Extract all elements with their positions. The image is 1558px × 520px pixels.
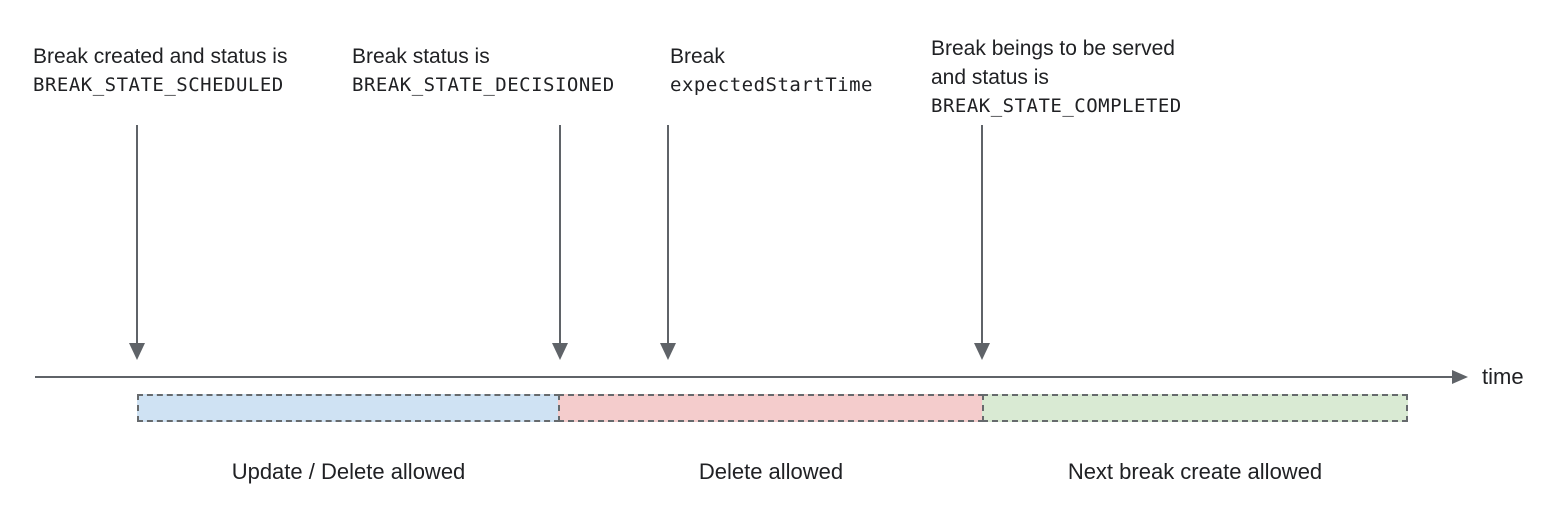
arrow-shaft [559, 125, 561, 343]
annotation-text: and status is [931, 66, 1049, 89]
annotation-code: expectedStartTime [670, 74, 873, 96]
annotation-code: BREAK_STATE_DECISIONED [352, 74, 615, 96]
time-axis-label: time [1482, 364, 1524, 389]
annotation-code: BREAK_STATE_SCHEDULED [33, 74, 284, 96]
segment-label-next-break-create: Next break create allowed [1067, 459, 1323, 484]
annotation-break-completed: Break beings to be served and status is … [931, 34, 1182, 121]
arrow-head-icon [552, 343, 568, 360]
segment-next-break-create-allowed [982, 394, 1408, 422]
arrow-shaft [667, 125, 669, 343]
arrow-shaft [136, 125, 138, 343]
annotation-text: Break status is [352, 45, 490, 68]
segment-label-update-delete: Update / Delete allowed [231, 459, 466, 484]
arrow-shaft [981, 125, 983, 343]
annotation-expected-start-time: Break expectedStartTime [670, 42, 873, 100]
annotation-break-decisioned: Break status is BREAK_STATE_DECISIONED [352, 42, 615, 100]
time-axis [35, 376, 1453, 378]
annotation-text: Break [670, 45, 725, 68]
segment-label-delete: Delete allowed [698, 459, 844, 484]
annotation-text: Break created and status is [33, 45, 288, 68]
time-axis-arrowhead-icon [1452, 370, 1468, 384]
arrow-head-icon [974, 343, 990, 360]
annotation-break-scheduled: Break created and status is BREAK_STATE_… [33, 42, 287, 100]
arrow-head-icon [129, 343, 145, 360]
segment-delete-allowed [558, 394, 984, 422]
annotation-code: BREAK_STATE_COMPLETED [931, 95, 1182, 117]
segment-update-delete-allowed [137, 394, 560, 422]
arrow-head-icon [660, 343, 676, 360]
annotation-text: Break beings to be served [931, 37, 1175, 60]
